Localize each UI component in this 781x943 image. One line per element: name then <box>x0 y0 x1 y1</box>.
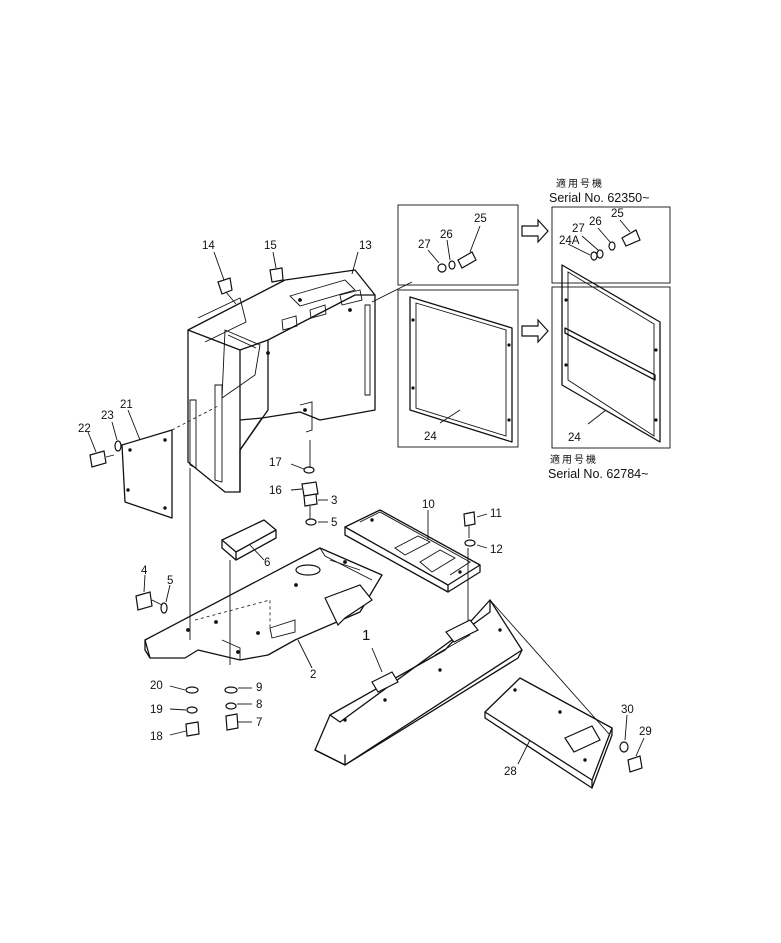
label-part-30: 30 <box>621 704 634 716</box>
leader-13 <box>351 251 359 275</box>
nut-16 <box>290 481 319 497</box>
label-part-22: 22 <box>78 423 91 435</box>
label-part-1: 1 <box>362 627 370 644</box>
label-part-5-left: 5 <box>167 575 173 587</box>
label-part-9: 9 <box>256 682 262 694</box>
bolt-11 <box>463 511 488 538</box>
label-part-3: 3 <box>331 495 337 507</box>
label-part-26-left: 26 <box>440 229 453 241</box>
detail-box-panel-left <box>397 289 519 448</box>
label-part-8: 8 <box>256 699 262 711</box>
bolt-7 <box>225 713 239 731</box>
bolt-3 <box>303 493 328 520</box>
tray-10 <box>344 509 481 593</box>
applicable-note-top-jp: 適用号機 <box>556 177 604 190</box>
side-cover-21 <box>121 404 221 519</box>
arrow-bottom <box>521 318 549 344</box>
label-part-17: 17 <box>269 457 282 469</box>
frame-1 <box>314 599 611 766</box>
label-part-2: 2 <box>310 669 316 681</box>
label-part-27-left: 27 <box>418 239 431 251</box>
label-part-16: 16 <box>269 485 282 497</box>
bolt-14 <box>213 251 237 305</box>
label-part-27-right: 27 <box>572 223 585 235</box>
tank-cover-13 <box>187 269 376 493</box>
washer-5-left <box>160 584 171 614</box>
washer-5-top <box>305 518 328 526</box>
label-part-12: 12 <box>490 544 503 556</box>
serial-note-bottom: Serial No. 62784~ <box>548 467 648 481</box>
bolt-22 <box>87 431 115 468</box>
label-part-29: 29 <box>639 726 652 738</box>
stack-9-8-7 <box>224 686 252 731</box>
label-part-11: 11 <box>490 508 502 520</box>
cover-28 <box>484 677 613 789</box>
label-part-20: 20 <box>150 680 163 692</box>
stack-20-19-18 <box>169 685 200 737</box>
label-part-23: 23 <box>101 410 114 422</box>
label-part-13: 13 <box>359 240 372 252</box>
detail-box-bolts-right <box>551 206 671 284</box>
washer-19 <box>186 706 198 714</box>
leader-panel <box>371 281 413 303</box>
arrow-top <box>521 218 549 244</box>
label-part-15: 15 <box>264 240 277 252</box>
washer-8 <box>225 702 237 710</box>
washer-9 <box>224 686 238 694</box>
label-part-28: 28 <box>504 766 517 778</box>
bolt-29 <box>627 737 645 773</box>
label-part-21: 21 <box>120 399 133 411</box>
label-part-10: 10 <box>422 499 435 511</box>
detail-box-panel-right <box>551 264 671 449</box>
label-part-6: 6 <box>264 557 270 569</box>
frame-plate-2 <box>144 547 383 669</box>
washer-23 <box>111 421 122 452</box>
label-part-24-left: 24 <box>424 431 437 443</box>
bracket-6 <box>221 519 277 561</box>
label-part-5-top: 5 <box>331 517 337 529</box>
detail-box-bolts-left <box>397 204 519 286</box>
applicable-note-bottom-jp: 適用号機 <box>550 453 598 466</box>
label-part-24-right: 24 <box>568 432 581 444</box>
label-part-24a: 24A <box>559 235 580 247</box>
washer-30 <box>619 714 629 753</box>
label-part-26-right: 26 <box>589 216 602 228</box>
label-part-14: 14 <box>202 240 215 252</box>
label-part-4: 4 <box>141 565 148 577</box>
label-part-25-left: 25 <box>474 213 487 225</box>
bolt-15 <box>269 251 284 283</box>
washer-12 <box>464 539 488 549</box>
serial-note-top: Serial No. 62350~ <box>549 191 649 205</box>
washer-20 <box>185 686 199 694</box>
label-part-25-right: 25 <box>611 208 624 220</box>
label-part-7: 7 <box>256 717 262 729</box>
washer-17 <box>290 463 315 474</box>
label-part-19: 19 <box>150 704 163 716</box>
bolt-18 <box>185 721 200 737</box>
label-part-18: 18 <box>150 731 163 743</box>
bolt-4 <box>135 574 163 611</box>
